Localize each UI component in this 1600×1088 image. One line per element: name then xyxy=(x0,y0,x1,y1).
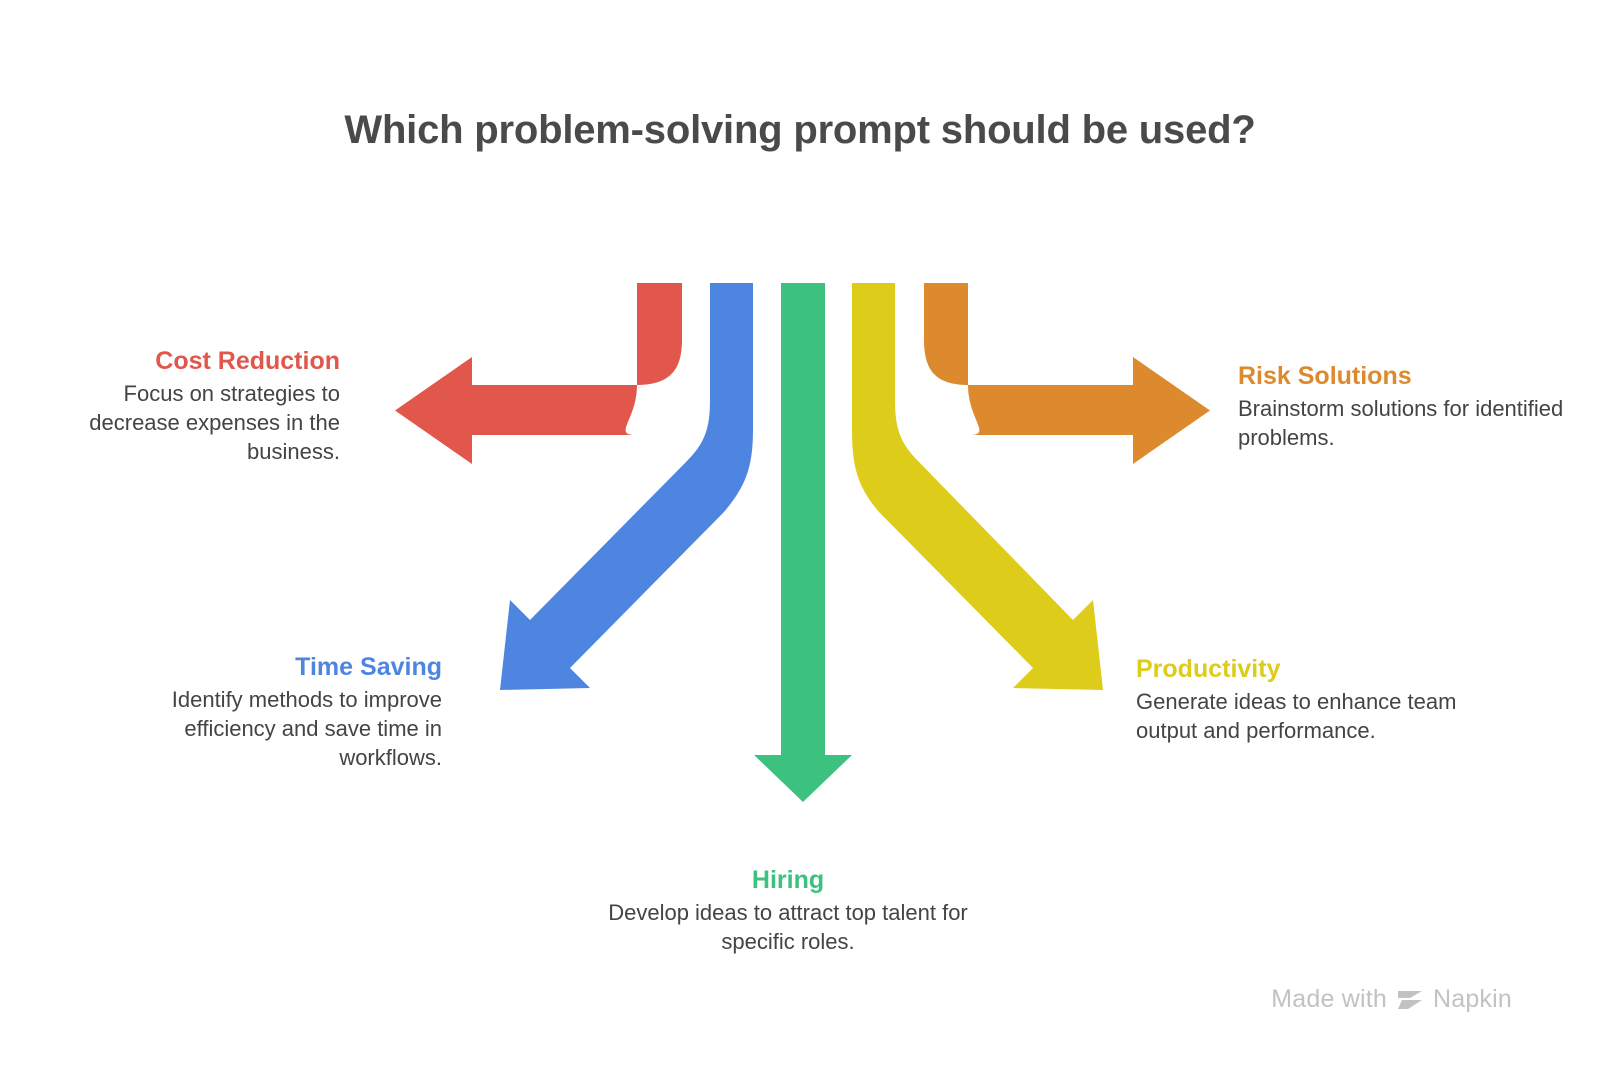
label-cost-reduction: Cost Reduction Focus on strategies to de… xyxy=(30,347,340,467)
label-productivity: Productivity Generate ideas to enhance t… xyxy=(1136,655,1466,745)
label-productivity-title: Productivity xyxy=(1136,655,1281,683)
footer-made-with-text: Made with xyxy=(1271,985,1387,1013)
footer-brand-text: Napkin xyxy=(1432,985,1512,1013)
label-risk-solutions-title: Risk Solutions xyxy=(1238,362,1412,390)
label-time-saving: Time Saving Identify methods to improve … xyxy=(100,653,442,773)
label-hiring-title: Hiring xyxy=(751,866,825,894)
label-time-saving-desc: Identify methods to improve efficiency a… xyxy=(171,686,442,771)
made-with-napkin-footer: Made with Napkin xyxy=(1271,985,1512,1014)
page-title: Which problem-solving prompt should be u… xyxy=(344,108,1256,152)
arrow-hiring xyxy=(754,283,852,802)
napkin-logo-icon xyxy=(1396,988,1424,1012)
arrow-cost-reduction-final xyxy=(395,283,682,464)
label-risk-solutions: Risk Solutions Brainstorm solutions for … xyxy=(1238,362,1568,452)
label-cost-reduction-title: Cost Reduction xyxy=(155,347,340,375)
arrow-time-saving xyxy=(500,283,753,690)
label-cost-reduction-desc: Focus on strategies to decrease expenses… xyxy=(89,380,340,465)
arrow-productivity xyxy=(852,283,1103,690)
label-hiring: Hiring Develop ideas to attract top tale… xyxy=(598,866,978,956)
label-risk-solutions-desc: Brainstorm solutions for identified prob… xyxy=(1238,395,1564,450)
label-time-saving-title: Time Saving xyxy=(295,653,442,681)
label-hiring-desc: Develop ideas to attract top talent for … xyxy=(608,899,968,954)
arrow-risk-solutions xyxy=(924,283,1210,464)
label-productivity-desc: Generate ideas to enhance team output an… xyxy=(1136,688,1457,743)
